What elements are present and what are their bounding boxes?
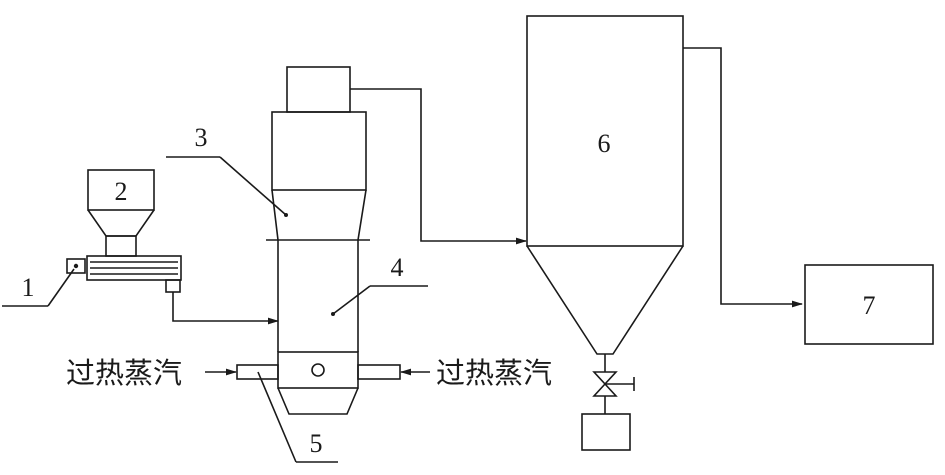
steam-label-right: 过热蒸汽 [436,357,552,390]
leader-line-4 [332,285,371,315]
label-4: 4 [391,253,404,282]
separator-outlet-line [683,47,804,308]
collector-box [581,413,631,451]
separator-vessel [526,15,684,372]
reactor-outlet-line [350,88,528,245]
label-1: 1 [22,273,35,302]
label-6: 6 [598,129,611,158]
label-7: 7 [863,291,876,320]
leader-line-1b [47,268,75,307]
leader-line-3b [219,156,287,216]
feed-hopper [87,169,155,257]
steam-nozzle-right [357,364,401,380]
label-2: 2 [115,177,128,206]
label-5: 5 [310,429,323,458]
screw-feeder [66,255,182,293]
unit-7-box [804,264,934,345]
valve-icon [592,371,635,414]
leader-line-5 [257,371,297,463]
steam-label-left: 过热蒸汽 [66,357,182,390]
steam-nozzle-left [236,364,279,380]
reactor-column [266,66,370,415]
feed-line [172,292,280,325]
label-3: 3 [195,123,208,152]
